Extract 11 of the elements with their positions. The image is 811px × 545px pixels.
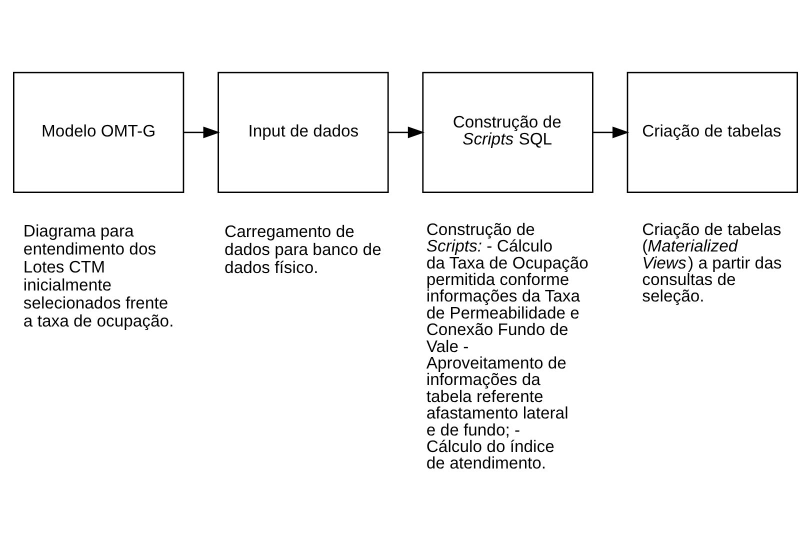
node-label: Diagrama para entendimento dos Lotes CTM inicialmente selecionados frente a taxa de ocupação. [23, 220, 174, 330]
arrow [184, 126, 220, 138]
arrow [388, 126, 425, 138]
arrow [593, 126, 630, 138]
node-label: Carregamento de dados para banco de dados físico. [224, 221, 382, 277]
node-box: Criação de tabelas [626, 71, 798, 192]
node-label: Construção de Scripts: - Cálculo da Taxa de Ocupação permitida conforme informações da Taxa de Permeabilidade e Conexão Fundo de Vale - Aproveitamento de informações da tabela referente afastamento lateral e de fundo; - Cálculo do índice de atendimento. [426, 219, 588, 472]
node-box: Construção de Scripts SQL [422, 71, 594, 192]
node-label: Criação de tabelas (Materialized Views) a partir das consultas de seleção. [642, 219, 782, 306]
node-box: Modelo OMT-G [12, 71, 184, 192]
node-box: Input de dados [218, 71, 389, 192]
